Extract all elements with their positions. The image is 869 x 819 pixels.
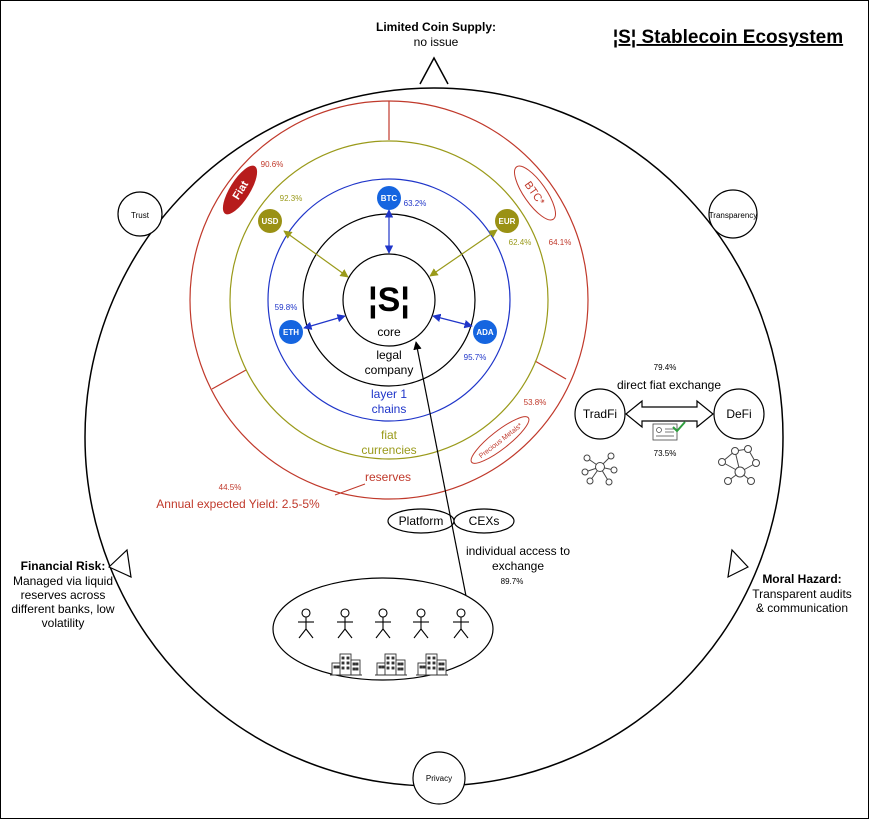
core-logo: ¦S¦ xyxy=(368,281,410,319)
fiat-badge[interactable]: Fiat xyxy=(217,161,264,219)
financial-risk-line-1: Managed via liquid xyxy=(13,574,113,588)
btc-coin[interactable] xyxy=(377,186,401,210)
ada-coin-label: ADA xyxy=(476,328,494,337)
usd-coin-label: USD xyxy=(262,217,279,226)
left-spike xyxy=(107,548,132,579)
eth-coin[interactable] xyxy=(279,320,303,344)
moral-hazard-line-2: & communication xyxy=(756,601,848,615)
pct-794: 79.4% xyxy=(654,363,677,372)
layer1-ring xyxy=(267,178,511,422)
person-icon xyxy=(413,608,429,639)
building-icon xyxy=(416,653,448,676)
pct-641: 64.1% xyxy=(549,238,572,247)
buildings-row xyxy=(330,653,448,676)
usd-arrow xyxy=(283,230,349,278)
page-title: ¦S¦ Stablecoin Ecosystem xyxy=(613,27,843,48)
access-line-2: exchange xyxy=(492,559,544,573)
supply-text: no issue xyxy=(414,35,459,49)
legal-label-1: legal xyxy=(376,348,401,362)
eur-coin[interactable] xyxy=(495,209,519,233)
legal-label-2: company xyxy=(365,363,414,377)
ada-coin[interactable] xyxy=(473,320,497,344)
trust-label: Trust xyxy=(131,211,150,220)
direct-exchange-label: direct fiat exchange xyxy=(617,378,721,392)
reserves-divider-left xyxy=(211,369,247,390)
right-spike xyxy=(727,548,749,579)
decentralized-network-icon xyxy=(718,445,760,485)
moral-hazard-heading: Moral Hazard: xyxy=(762,572,841,586)
cexs-label: CEXs xyxy=(469,514,500,528)
metals-badge[interactable]: Precious Metals* xyxy=(466,411,534,470)
cexs-pill[interactable] xyxy=(453,508,515,534)
reserves-divider-right xyxy=(534,360,567,380)
pct-923: 92.3% xyxy=(280,194,303,203)
tradfi-label: TradFi xyxy=(583,407,617,421)
outer-circle xyxy=(84,87,784,787)
pct-538: 53.8% xyxy=(524,398,547,407)
pct-598: 59.8% xyxy=(275,303,298,312)
tradfi-node[interactable] xyxy=(574,388,626,440)
person-icon xyxy=(375,608,391,639)
fiat-exchange-arrow xyxy=(625,399,714,429)
pct-957: 95.7% xyxy=(464,353,487,362)
eth-arrow xyxy=(303,314,346,330)
top-spike xyxy=(419,56,449,85)
pct-897: 89.7% xyxy=(501,577,524,586)
person-icon xyxy=(298,608,314,639)
transparency-node[interactable] xyxy=(708,189,758,239)
id-card-icon xyxy=(652,421,686,441)
platform-label: Platform xyxy=(399,514,444,528)
pct-632: 63.2% xyxy=(404,199,427,208)
layer1-label-1: layer 1 xyxy=(371,387,407,401)
financial-risk-line-4: volatility xyxy=(42,616,85,630)
fiat-label-1: fiat xyxy=(381,428,398,442)
fiat-label-2: currencies xyxy=(361,443,416,457)
privacy-node[interactable] xyxy=(412,751,466,805)
financial-risk-line-2: reserves across xyxy=(21,588,106,602)
privacy-label: Privacy xyxy=(426,774,452,783)
core-ring xyxy=(342,253,436,347)
btc-star-badge[interactable]: BTC* xyxy=(508,160,563,225)
pct-906: 90.6% xyxy=(261,160,284,169)
yield-connector xyxy=(334,483,366,496)
eth-coin-label: ETH xyxy=(283,328,299,337)
pct-735: 73.5% xyxy=(654,449,677,458)
eur-arrow xyxy=(429,229,498,277)
access-arrow xyxy=(413,341,467,597)
centralized-network-icon xyxy=(581,452,618,486)
core-label: core xyxy=(377,325,401,339)
ada-arrow xyxy=(432,313,473,329)
defi-label: DeFi xyxy=(726,407,751,421)
access-line-1: individual access to xyxy=(466,544,570,558)
building-icon xyxy=(330,653,362,676)
supply-heading: Limited Coin Supply: xyxy=(376,20,496,34)
financial-risk-heading: Financial Risk: xyxy=(21,559,106,573)
people-row xyxy=(298,608,469,639)
pct-445: 44.5% xyxy=(219,483,242,492)
btc-coin-label: BTC xyxy=(381,194,398,203)
person-icon xyxy=(453,608,469,639)
layer1-label-2: chains xyxy=(372,402,407,416)
defi-node[interactable] xyxy=(713,388,765,440)
eur-coin-label: EUR xyxy=(499,217,516,226)
building-icon xyxy=(375,653,407,676)
transparency-label: Transparency xyxy=(709,211,758,220)
financial-risk-line-3: different banks, low xyxy=(11,602,115,616)
yield-label: Annual expected Yield: 2.5-5% xyxy=(156,497,320,511)
trust-node[interactable] xyxy=(117,191,163,237)
person-icon xyxy=(337,608,353,639)
fiat-ring xyxy=(229,140,549,460)
pct-624: 62.4% xyxy=(509,238,532,247)
moral-hazard-line-1: Transparent audits xyxy=(752,587,852,601)
usd-coin[interactable] xyxy=(258,209,282,233)
reserves-label: reserves xyxy=(365,470,411,484)
